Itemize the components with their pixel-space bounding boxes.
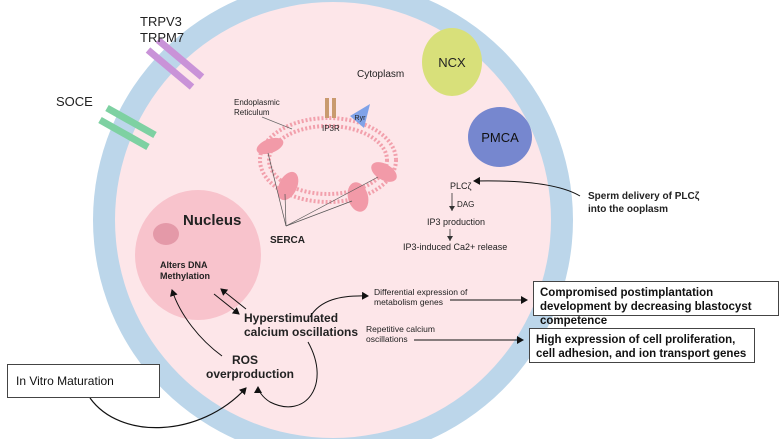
dna-to-hyper-arrow — [213, 293, 240, 315]
ip3r-receptor-icon — [325, 98, 336, 118]
repetitive-label-line1: Repetitive calcium — [366, 324, 435, 334]
outcome-gene-expression-box: High expression of cell proliferation, c… — [529, 328, 755, 363]
ip3-release-label: IP3-induced Ca2+ release — [403, 242, 507, 252]
hyper-label-line1: Hyperstimulated — [244, 311, 338, 325]
serca-label: SERCA — [270, 235, 305, 246]
ros-label-line1: ROS — [232, 353, 258, 367]
hyper-to-dna-arrow — [220, 288, 247, 310]
sperm-label-line1: Sperm delivery of PLCζ — [588, 191, 700, 202]
nucleus-label: Nucleus — [183, 212, 241, 229]
ip3r-label: IP3R — [322, 124, 340, 133]
differential-label-line2: metabolism genes — [374, 297, 443, 307]
hyper-to-differential-arrow — [309, 291, 369, 318]
sperm-to-plc-arrow — [473, 176, 581, 197]
er-label-line1: Endoplasmic — [234, 98, 280, 107]
nucleus — [135, 190, 261, 320]
ros-label-line2: overproduction — [206, 367, 294, 381]
sperm-label-line2: into the ooplasm — [588, 204, 668, 215]
er-leader-line — [261, 116, 293, 130]
trp-channel-icon — [145, 37, 205, 90]
in-vitro-maturation-box: In Vitro Maturation — [7, 364, 160, 398]
ncx-pump-icon — [422, 28, 482, 96]
hyper-label-line2: calcium oscillations — [244, 325, 358, 339]
alters-dna-label-line2: Methylation — [160, 271, 210, 281]
alters-dna-label-line1: Alters DNA — [160, 260, 208, 270]
trpv3-label: TRPV3 — [140, 14, 182, 29]
cytoplasm-area — [115, 2, 551, 438]
ip3-production-label: IP3 production — [427, 217, 485, 227]
trpm7-label: TRPM7 — [140, 30, 184, 45]
ryr-receptor-icon — [350, 104, 370, 128]
ros-to-nucleus-arrow — [170, 289, 223, 357]
ivm-to-ros-arrow — [89, 387, 247, 429]
ryr-label: Ryr — [355, 115, 367, 122]
repetitive-label-line2: oscillations — [366, 334, 408, 344]
dag-label: DAG — [457, 200, 474, 209]
plc-label: PLCζ — [450, 181, 472, 191]
er-label-line2: Reticulum — [234, 108, 270, 117]
outcome-postimplantation-box: Compromised postimplantation development… — [533, 281, 779, 327]
ncx-label: NCX — [438, 55, 466, 70]
nucleolus — [153, 223, 179, 245]
endoplasmic-reticulum — [258, 116, 398, 204]
serca-leader-lines — [267, 152, 379, 227]
soce-label: SOCE — [56, 94, 93, 109]
soce-channel-icon — [98, 104, 157, 151]
cytoplasm-label: Cytoplasm — [357, 69, 404, 80]
differential-label-line1: Differential expression of — [374, 287, 468, 297]
pmca-label: PMCA — [481, 130, 519, 145]
hyper-to-ros-arrow — [254, 341, 318, 408]
pmca-pump-icon — [468, 107, 532, 167]
